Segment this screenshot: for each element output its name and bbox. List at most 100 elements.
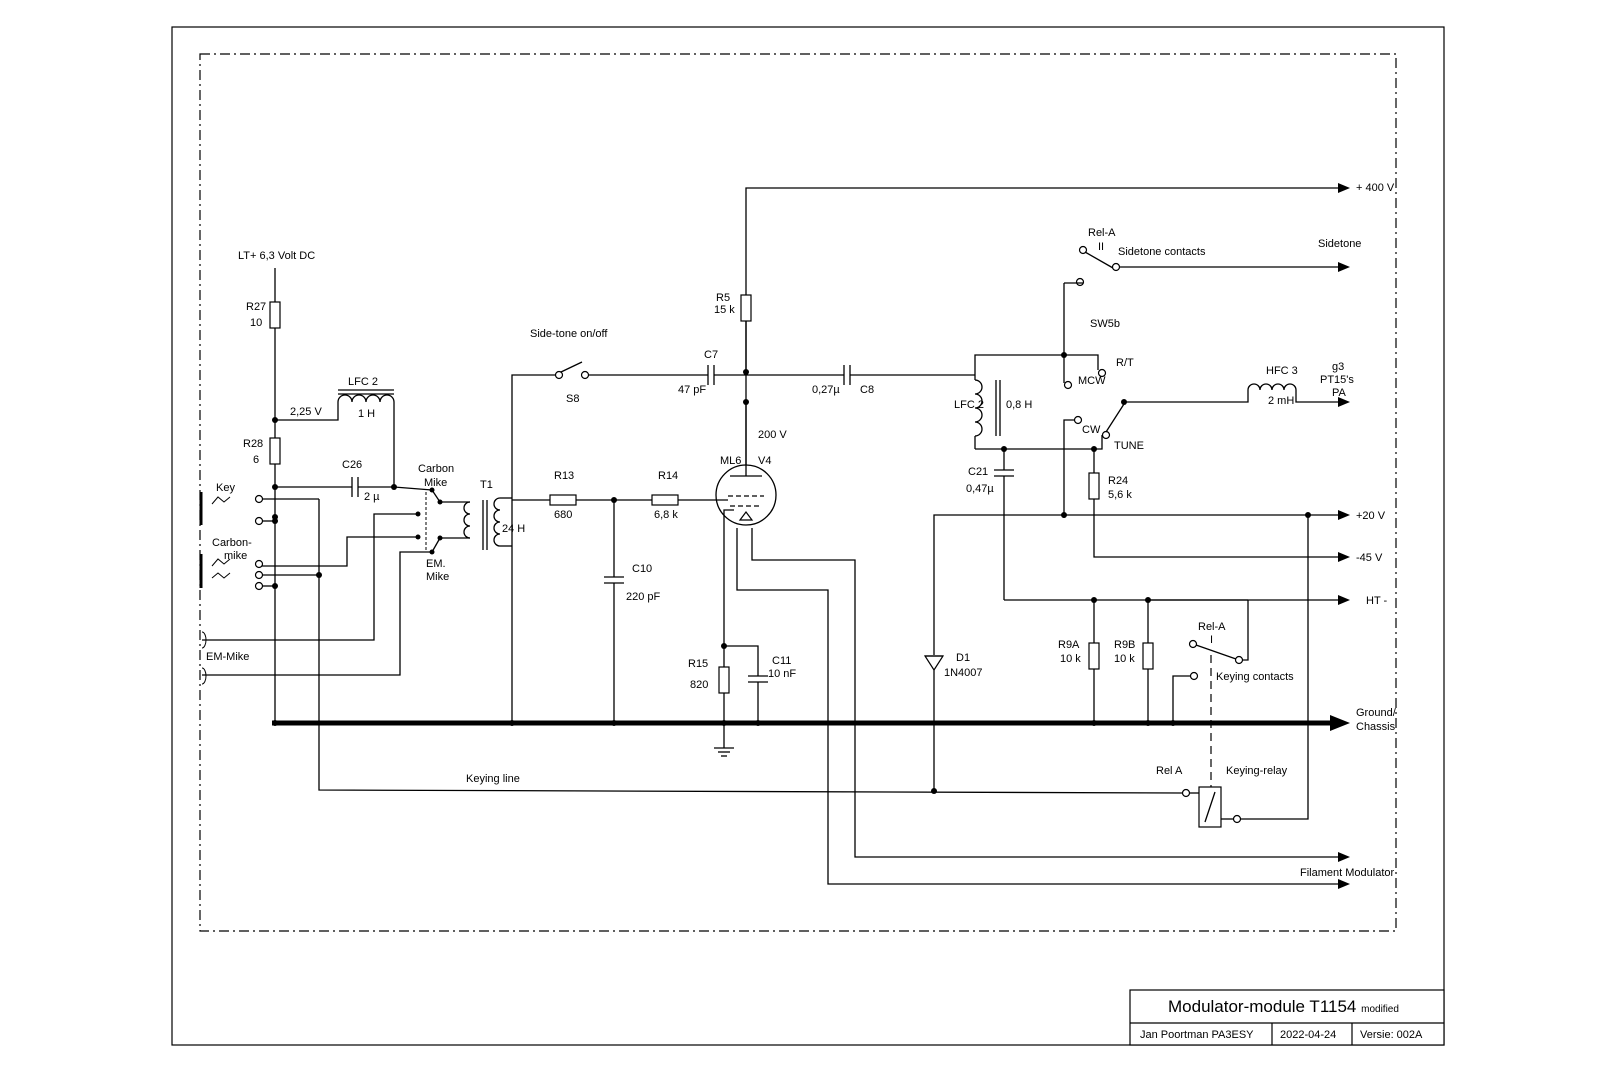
label-c7: C7 <box>704 349 718 361</box>
keying-relay-coil <box>1181 786 1242 828</box>
lfc2-choke-right <box>974 283 1103 452</box>
label-ml6: ML6 <box>720 455 741 467</box>
c11-capacitor <box>724 645 768 723</box>
r13-resistor <box>512 494 652 506</box>
label-v225: 2,25 V <box>290 406 322 418</box>
label-c10-val: 220 pF <box>626 591 661 603</box>
label-mcw: MCW <box>1078 375 1106 387</box>
r14-resistor <box>651 494 728 506</box>
label-v200: 200 V <box>758 429 787 441</box>
label-rela-bot-num: I <box>1210 634 1213 646</box>
label-c8: C8 <box>860 384 874 396</box>
label-r5: R5 <box>716 292 730 304</box>
label-rel-a: Rel A <box>1156 765 1183 777</box>
label-r9a-val: 10 k <box>1060 653 1081 665</box>
mike-selector-switch <box>202 486 443 676</box>
c10-capacitor <box>604 500 624 723</box>
plus20-rail <box>933 510 1350 820</box>
label-lfc2b: LFC 2 <box>954 399 984 411</box>
label-key: Key <box>216 482 235 494</box>
carbon-mike-jack <box>199 554 322 591</box>
title-version: Versie: 002A <box>1360 1029 1423 1041</box>
label-r27-val: 10 <box>250 317 262 329</box>
label-c11: C11 <box>772 655 791 667</box>
r15-resistor <box>718 520 730 723</box>
label-r24: R24 <box>1108 475 1128 487</box>
label-c21: C21 <box>968 466 988 478</box>
label-plus20: +20 V <box>1356 510 1386 522</box>
label-keying-relay: Keying-relay <box>1226 765 1288 777</box>
em-mike-jack <box>201 631 207 685</box>
label-rt: R/T <box>1116 357 1134 369</box>
rela-keying-contacts <box>1148 599 1249 795</box>
label-hfc3-val: 2 mH <box>1268 395 1294 407</box>
label-tune: TUNE <box>1114 440 1144 452</box>
label-keying-line: Keying line <box>466 773 520 785</box>
title-main: Modulator-module T1154 modified <box>1168 997 1399 1016</box>
title-date: 2022-04-24 <box>1280 1029 1336 1041</box>
t1-transformer <box>463 497 513 723</box>
label-c8-val: 0,27µ <box>812 384 840 396</box>
plus400-rail <box>745 183 1350 372</box>
label-c26-val: 2 µ <box>364 491 380 503</box>
label-em-jack: EM-Mike <box>206 651 249 663</box>
r5-resistor <box>740 294 752 322</box>
label-r13: R13 <box>554 470 574 482</box>
label-v4: V4 <box>758 455 771 467</box>
label-keying-contacts: Keying contacts <box>1216 671 1294 683</box>
label-sidetone-sw: Side-tone on/off <box>530 328 608 340</box>
label-plus400: + 400 V <box>1356 182 1395 194</box>
hfc3-choke <box>1124 383 1350 407</box>
label-chassis: Chassis <box>1356 721 1396 733</box>
r9b-resistor <box>1142 600 1154 723</box>
label-t1-val: 24 H <box>502 523 525 535</box>
c8-capacitor <box>746 365 975 385</box>
label-carbon-mike-sw1: Carbon <box>418 463 454 475</box>
d1-diode <box>923 655 945 791</box>
label-cw: CW <box>1082 424 1101 436</box>
label-c21-val: 0,47µ <box>966 483 994 495</box>
c7-capacitor <box>707 365 746 385</box>
label-pt15: PT15's <box>1320 374 1354 386</box>
label-t1: T1 <box>480 479 493 491</box>
label-lfc2a: LFC 2 <box>348 376 378 388</box>
keying-line-wire <box>318 575 1183 794</box>
label-s8: S8 <box>566 393 579 405</box>
label-r5-val: 15 k <box>714 304 735 316</box>
label-em-mike-sw2: Mike <box>426 571 449 583</box>
filament-wires <box>736 528 1350 889</box>
label-rela-top-num: II <box>1098 241 1104 253</box>
label-em-mike-sw1: EM. <box>426 558 446 570</box>
label-rela-top: Rel-A <box>1088 227 1116 239</box>
label-c26: C26 <box>342 459 362 471</box>
label-lt: LT+ 6,3 Volt DC <box>238 250 315 262</box>
lt-supply-rail <box>269 268 281 723</box>
label-r13-val: 680 <box>554 509 572 521</box>
title-suffix: modified <box>1361 1004 1399 1015</box>
rela-sidetone-contacts <box>1064 245 1350 287</box>
label-r24-val: 5,6 k <box>1108 489 1132 501</box>
c21-capacitor <box>994 449 1014 600</box>
label-r28: R28 <box>243 438 263 450</box>
label-r27: R27 <box>246 301 266 313</box>
label-c7-val: 47 pF <box>678 384 706 396</box>
label-r9b-val: 10 k <box>1114 653 1135 665</box>
title-block: Modulator-module T1154 modified Jan Poor… <box>1129 989 1445 1046</box>
key-jack <box>199 492 320 575</box>
label-sw5b: SW5b <box>1090 318 1120 330</box>
label-r9a: R9A <box>1058 639 1080 651</box>
label-g3: g3 <box>1332 361 1344 373</box>
label-minus45: -45 V <box>1356 552 1383 564</box>
label-d1: D1 <box>956 652 970 664</box>
label-r15-val: 820 <box>690 679 708 691</box>
label-carbon-mike-sw2: Mike <box>424 477 447 489</box>
r24-resistor <box>1088 446 1350 562</box>
label-r14: R14 <box>658 470 678 482</box>
lfc2-choke-left <box>272 389 395 487</box>
r9a-resistor <box>1088 600 1100 723</box>
ground-bus <box>272 715 1350 731</box>
label-r15: R15 <box>688 658 708 670</box>
label-r28-val: 6 <box>253 454 259 466</box>
